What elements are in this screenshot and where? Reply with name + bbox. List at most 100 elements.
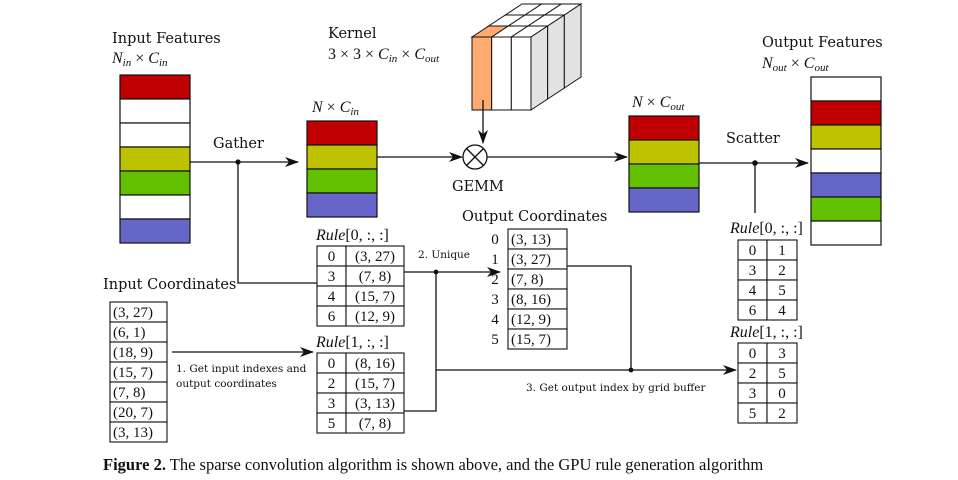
kernel-dim: 3 × 3 × Cin × Cout bbox=[328, 46, 440, 65]
output-index: 3 bbox=[491, 292, 499, 308]
feature-row-red bbox=[119, 74, 191, 100]
computed-features-stack bbox=[628, 115, 700, 213]
kernel-cube bbox=[470, 3, 583, 111]
output-coordinates-table: (3, 13)(3, 27)(7, 8)(8, 16)(12, 9)(15, 7… bbox=[491, 228, 568, 350]
gemm-label: GEMM bbox=[452, 179, 504, 195]
rule-input-index: 4 bbox=[328, 289, 336, 305]
feature-row-white bbox=[119, 194, 191, 220]
rule1-connector bbox=[404, 272, 437, 412]
rule-title: Rule[1, :, :] bbox=[315, 334, 389, 351]
feature-row-white bbox=[810, 220, 882, 246]
rule0-left-table: Rule[0, :, :] 0 (3, 27) 3 (7, 8) 4 (15, 7) 6 (12… bbox=[315, 227, 405, 327]
rule-input-index: 0 bbox=[328, 249, 336, 265]
rule-input-index: 0 bbox=[749, 346, 757, 362]
rule-input-index: 6 bbox=[749, 303, 757, 319]
kernel-side-slice bbox=[530, 25, 549, 111]
coordinate-value: (7, 8) bbox=[113, 385, 146, 401]
rule1-left-table: Rule[1, :, :]0(8, 16)2(15, 7)3(3, 13)5(7… bbox=[315, 334, 405, 434]
rule-title: Rule[0, :, :] bbox=[729, 220, 803, 237]
coordinate-value: (3, 13) bbox=[511, 232, 551, 248]
step3-label: 3. Get output index by grid buffer bbox=[526, 382, 706, 394]
rule-input-index: 3 bbox=[749, 386, 757, 402]
rule-input-index: 3 bbox=[749, 263, 757, 279]
gather-label: Gather bbox=[213, 136, 264, 152]
feature-row-white bbox=[119, 122, 191, 148]
rule-output-value: (7, 8) bbox=[359, 269, 392, 285]
rule-output-value: (7, 8) bbox=[359, 416, 392, 432]
output-index: 4 bbox=[491, 312, 499, 328]
table-cell bbox=[109, 421, 168, 443]
output-index: 5 bbox=[491, 332, 499, 348]
table-cell bbox=[345, 305, 405, 327]
rule-input-index: 0 bbox=[749, 243, 757, 259]
rule-input-index: 3 bbox=[328, 269, 336, 285]
step2-label: 2. Unique bbox=[418, 249, 470, 261]
coordinate-value: (12, 9) bbox=[511, 312, 551, 328]
scatter-label: Scatter bbox=[726, 131, 780, 147]
rule-output-value: (15, 7) bbox=[355, 376, 395, 392]
feature-row-red bbox=[628, 115, 700, 141]
feature-row-blue bbox=[628, 187, 700, 213]
feature-row-white bbox=[810, 148, 882, 174]
output-features-stack bbox=[810, 76, 882, 246]
rule-output-value: 2 bbox=[778, 263, 786, 279]
coordinate-value: (8, 16) bbox=[511, 292, 551, 308]
coordinate-value: (20, 7) bbox=[113, 405, 153, 421]
feature-row-blue bbox=[306, 192, 378, 218]
rule-output-value: (15, 7) bbox=[355, 289, 395, 305]
table-cell bbox=[345, 412, 405, 434]
rule-input-index: 5 bbox=[749, 406, 757, 422]
step1-label-line2: output coordinates bbox=[176, 378, 277, 390]
kernel-side-slice bbox=[563, 3, 582, 89]
rule-input-index: 5 bbox=[328, 416, 336, 432]
table-cell bbox=[507, 328, 568, 350]
rule-title: Rule[0, :, :] bbox=[315, 227, 389, 244]
coordinate-value: (3, 13) bbox=[113, 425, 153, 441]
feature-row-white bbox=[119, 98, 191, 124]
feature-row-green bbox=[810, 196, 882, 222]
rule-output-value: 0 bbox=[778, 386, 786, 402]
feature-row-yellow bbox=[628, 139, 700, 165]
feature-row-yellow bbox=[306, 144, 378, 170]
rule-output-value: (3, 27) bbox=[355, 249, 395, 265]
input-features-dim: Nin × Cin bbox=[111, 50, 168, 69]
feature-row-blue bbox=[119, 218, 191, 244]
table-cell bbox=[766, 402, 798, 424]
rule-input-index: 2 bbox=[749, 366, 757, 382]
kernel-side-slice bbox=[547, 14, 565, 100]
junction-dot bbox=[628, 367, 634, 373]
rule-output-value: (12, 9) bbox=[355, 309, 395, 325]
rule-input-index: 2 bbox=[328, 376, 336, 392]
rule-title: Rule[1, :, :] bbox=[729, 324, 803, 341]
coordinate-value: (3, 27) bbox=[113, 305, 153, 321]
rule-output-value: 5 bbox=[778, 283, 786, 299]
input-features-title: Input Features bbox=[112, 31, 221, 47]
feature-row-yellow bbox=[119, 146, 191, 172]
rule-output-value: 4 bbox=[778, 303, 786, 319]
gemm-multiply-icon bbox=[462, 144, 488, 170]
step1-label-line1: 1. Get input indexes and bbox=[176, 363, 307, 375]
output-coordinates-title: Output Coordinates bbox=[462, 209, 607, 225]
rule-input-index: 6 bbox=[328, 309, 336, 325]
rule-input-index: 3 bbox=[328, 396, 336, 412]
feature-row-red bbox=[306, 120, 378, 146]
coordinate-value: (7, 8) bbox=[511, 272, 544, 288]
rule-output-value: (3, 13) bbox=[355, 396, 395, 412]
kernel-title: Kernel bbox=[328, 26, 377, 42]
rule-output-value: 3 bbox=[778, 346, 786, 362]
rule-input-index: 0 bbox=[328, 356, 336, 372]
gathered-features-stack bbox=[306, 120, 378, 218]
feature-row-white bbox=[810, 76, 882, 102]
output-features-dim: Nout × Cout bbox=[761, 55, 829, 74]
table-cell bbox=[766, 299, 798, 321]
output-index: 0 bbox=[491, 232, 499, 248]
feature-row-yellow bbox=[810, 124, 882, 150]
coordinate-value: (3, 27) bbox=[511, 252, 551, 268]
output-index: 2 bbox=[491, 272, 499, 288]
rule-output-value: 2 bbox=[778, 406, 786, 422]
kernel-slice bbox=[491, 36, 512, 111]
coordinate-value: (15, 7) bbox=[113, 365, 153, 381]
